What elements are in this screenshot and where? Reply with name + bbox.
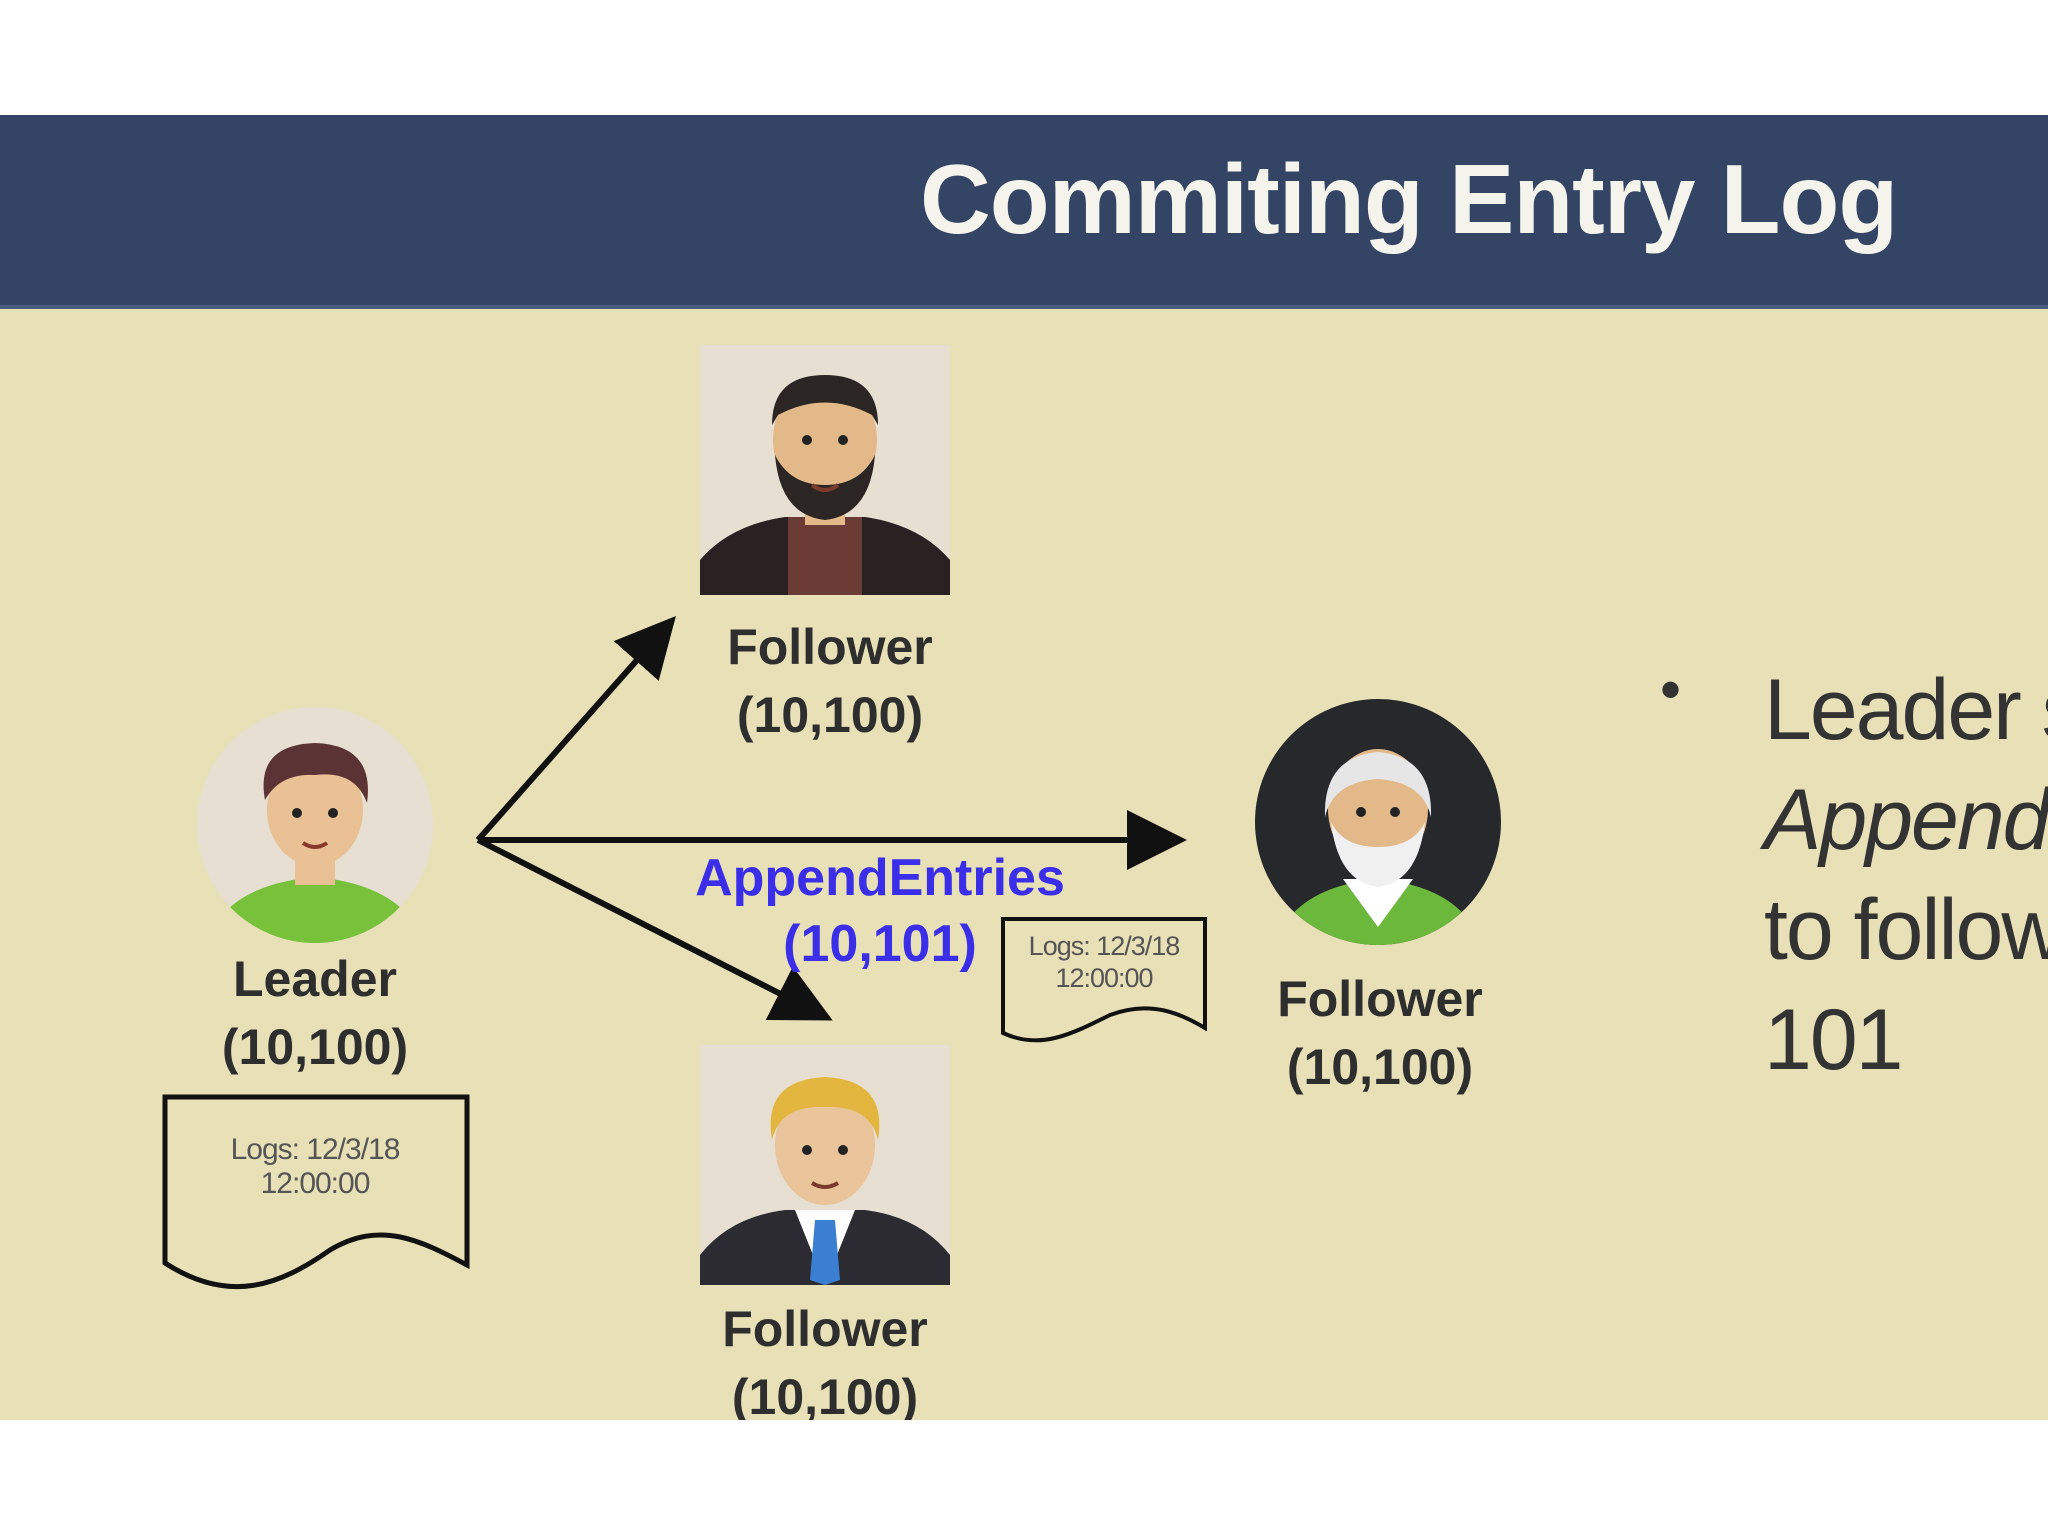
follower-top-term: (10,100) [736, 687, 924, 743]
follower-suit-avatar-icon [700, 1045, 950, 1285]
slide: Commiting Entry Log [0, 115, 2048, 1420]
follower-bottom-role: Follower [722, 1301, 928, 1357]
bullet-marker: • [1660, 656, 1682, 723]
leader-log-text: Logs: 12/3/18 12:00:00 [190, 1133, 440, 1201]
follower-bottom-term: (10,100) [731, 1369, 919, 1420]
follower-top-role: Follower [727, 619, 933, 675]
message-log-line2: 12:00:00 [1055, 963, 1153, 993]
bullet-point: • Leader s AppendE to followe 101 [1660, 655, 2048, 1105]
follower-elder-avatar-icon [1253, 697, 1503, 947]
bullet-text: Leader s AppendE to followe 101 [1764, 655, 2048, 1095]
message-log-line1: Logs: 12/3/18 [1028, 931, 1181, 961]
leader-avatar-icon [195, 705, 435, 945]
follower-right-role: Follower [1277, 971, 1483, 1027]
leader-log-document [162, 1094, 470, 1290]
bullet-line-3: to followe [1764, 882, 2048, 978]
follower-top-label: Follower (10,100) [680, 613, 980, 749]
follower-bottom-label: Follower (10,100) [675, 1295, 975, 1420]
bullet-line-1: Leader s [1764, 662, 2048, 758]
leader-log-line2: 12:00:00 [260, 1167, 371, 1200]
leader-label: Leader (10,100) [165, 945, 465, 1081]
diagram-arrows [162, 616, 1207, 1290]
message-log-document [1001, 917, 1207, 1043]
follower-right-term: (10,100) [1286, 1039, 1474, 1095]
arrow-to-bottom-follower [476, 837, 833, 1021]
message-log-text: Logs: 12/3/18 12:00:00 [1003, 930, 1205, 994]
slide-title: Commiting Entry Log [920, 144, 1898, 254]
leader-role: Leader [233, 951, 397, 1007]
leader-log-line1: Logs: 12/3/18 [230, 1133, 401, 1166]
append-entries-label: AppendEntries (10,101) [660, 845, 1100, 977]
bullet-line-4: 101 [1764, 992, 1904, 1088]
title-bar: Commiting Entry Log [0, 115, 2048, 309]
follower-bearded-avatar-icon [700, 345, 950, 595]
bullet-line-2: AppendE [1764, 772, 2048, 868]
arrow-to-top-follower [475, 616, 676, 842]
message-name: AppendEntries [695, 849, 1065, 907]
follower-right-label: Follower (10,100) [1230, 965, 1530, 1101]
message-term: (10,101) [783, 915, 977, 973]
leader-term: (10,100) [221, 1019, 409, 1075]
